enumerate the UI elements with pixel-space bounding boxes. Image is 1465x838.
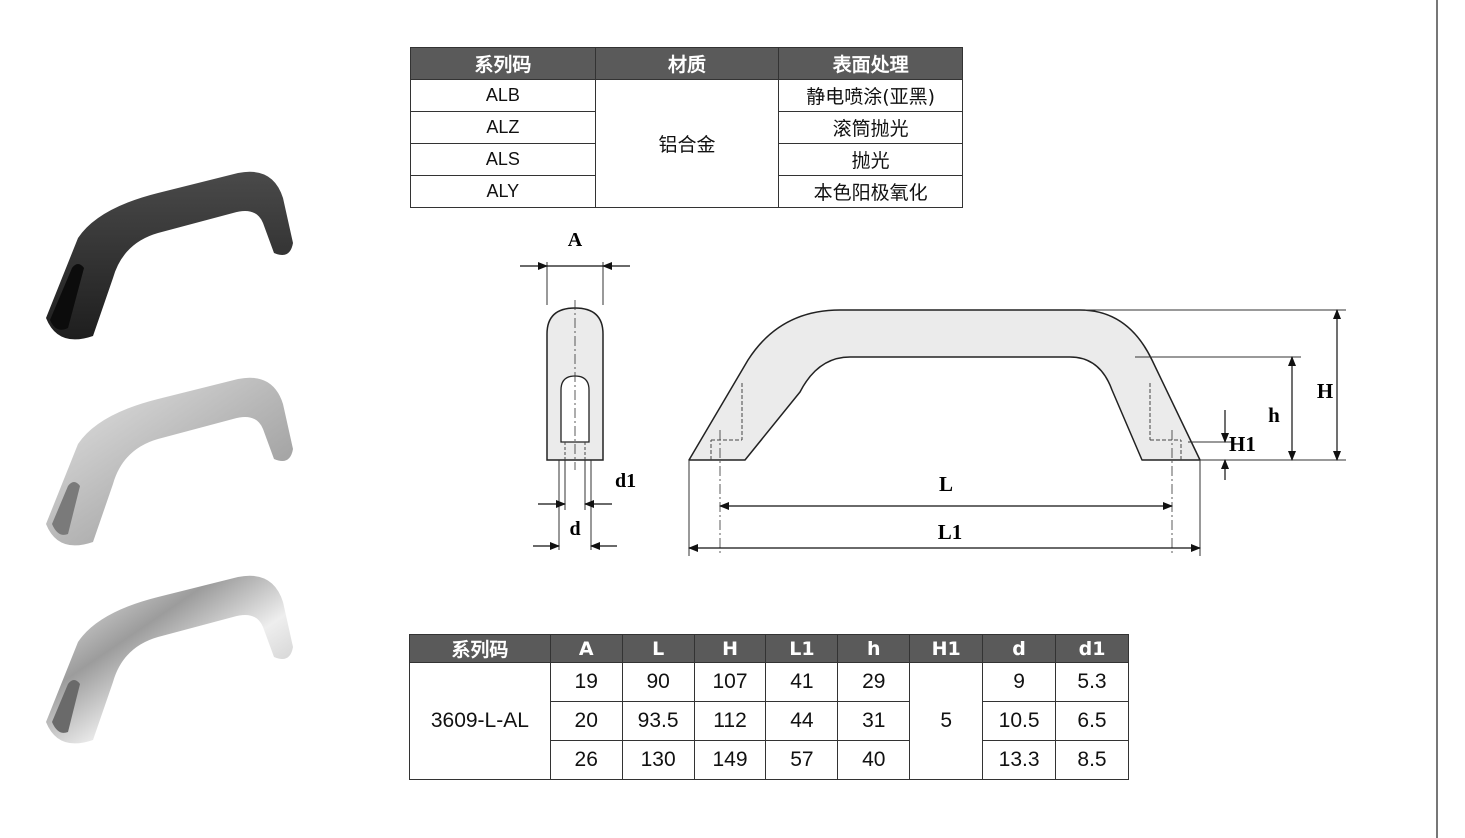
col-A: A: [549, 634, 623, 663]
side-view: A d1 d: [520, 229, 636, 550]
table-row: 26 130 149 57 40 13.3 8.5: [410, 740, 1129, 780]
cell-H: 149: [693, 740, 767, 780]
dimensions-table: 系列码 A L H L1 h H1 d d1 3609-L-AL 19 90 1…: [409, 634, 1129, 780]
col-h: h: [837, 634, 911, 663]
table-row: ALY 本色阳极氧化: [410, 175, 963, 208]
col-series-code: 系列码: [410, 47, 596, 80]
series-code-cell: ALY: [410, 175, 596, 208]
dim-label-d1: d1: [615, 470, 636, 492]
cell-L: 90: [621, 662, 695, 702]
col-material: 材质: [594, 47, 780, 80]
finish-cell: 静电喷涂(亚黑): [778, 79, 963, 112]
dim-label-h: h: [1268, 403, 1280, 427]
cell-h: 40: [837, 740, 911, 780]
cell-L1: 44: [765, 701, 839, 741]
col-H: H: [693, 634, 767, 663]
cell-A: 20: [549, 701, 623, 741]
col-L: L: [621, 634, 695, 663]
page-edge-rule: [1436, 0, 1438, 838]
dim-label-L1: L1: [938, 520, 963, 544]
cell-L1: 41: [765, 662, 839, 702]
col-series-code: 系列码: [409, 634, 551, 663]
finish-cell: 本色阳极氧化: [778, 175, 963, 208]
cell-d: 9: [982, 662, 1057, 702]
cell-d1: 5.3: [1055, 662, 1129, 702]
dim-label-H: H: [1317, 379, 1333, 403]
col-d: d: [982, 634, 1057, 663]
col-L1: L1: [765, 634, 839, 663]
dim-label-L: L: [939, 472, 953, 496]
cell-d1: 8.5: [1055, 740, 1129, 780]
cell-d1: 6.5: [1055, 701, 1129, 741]
series-code-cell: 3609-L-AL: [409, 662, 551, 780]
front-view: L L1 H h H1: [688, 309, 1346, 556]
series-code-cell: ALZ: [410, 111, 596, 144]
cell-H: 112: [693, 701, 767, 741]
cell-L1: 57: [765, 740, 839, 780]
cell-h: 31: [837, 701, 911, 741]
cell-A: 26: [549, 740, 623, 780]
table-row: 20 93.5 112 44 31 10.5 6.5: [410, 701, 1129, 741]
series-code-cell: ALS: [410, 143, 596, 176]
cell-H: 107: [693, 662, 767, 702]
black-handle-image: [46, 171, 293, 340]
cell-H1: 5: [909, 662, 984, 780]
polished-handle-image: [46, 575, 293, 744]
cell-h: 29: [837, 662, 911, 702]
dim-label-H1: H1: [1229, 432, 1256, 456]
cell-L: 93.5: [621, 701, 695, 741]
cell-d: 13.3: [982, 740, 1057, 780]
finish-table: 系列码 材质 表面处理 ALB 铝合金 静电喷涂(亚黑) ALZ 滚筒抛光 AL…: [410, 47, 963, 208]
cell-d: 10.5: [982, 701, 1057, 741]
table-row: ALZ 滚筒抛光: [410, 111, 963, 144]
cell-A: 19: [549, 662, 623, 702]
dim-label-d: d: [569, 518, 580, 540]
cell-L: 130: [621, 740, 695, 780]
col-d1: d1: [1055, 634, 1129, 663]
col-H1: H1: [909, 634, 984, 663]
satin-handle-image: [46, 377, 293, 546]
table-row: 3609-L-AL 19 90 107 41 29 5 9 5.3: [409, 662, 1129, 780]
dim-label-A: A: [568, 229, 583, 251]
finish-cell: 滚筒抛光: [778, 111, 963, 144]
